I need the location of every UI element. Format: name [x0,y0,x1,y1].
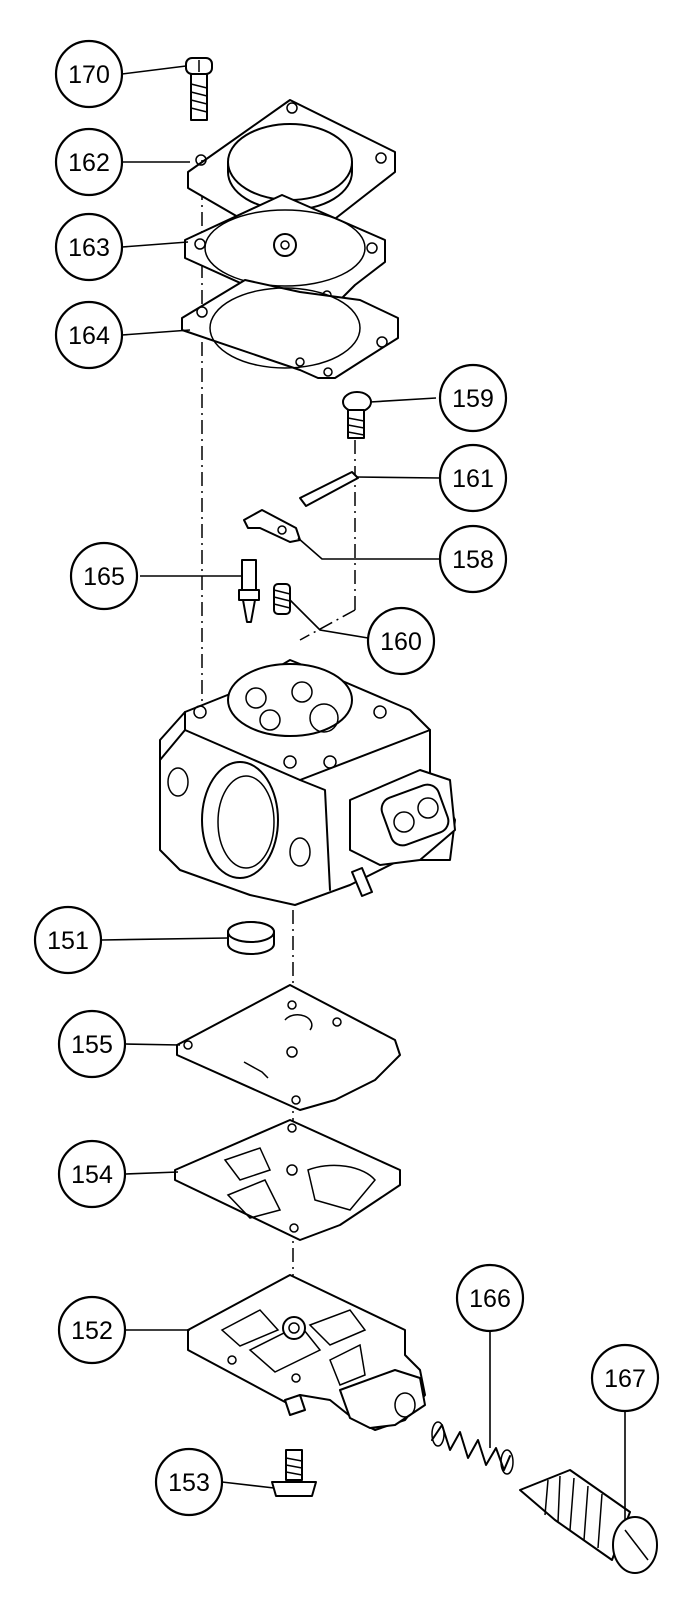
callout-158: 158 [438,524,508,594]
callout-label-154: 154 [71,1161,113,1189]
part-165-needle [238,559,260,623]
callout-label-167: 167 [604,1365,646,1393]
part-170-screw [185,57,213,121]
part-160-spring [273,583,291,615]
callout-170: 170 [54,39,124,109]
part-167-adjust-screw [519,1469,658,1574]
callout-160: 160 [366,606,436,676]
callout-163: 163 [54,212,124,282]
callout-label-161: 161 [452,465,494,493]
part-159-screw [342,391,372,439]
part-164-gasket [181,279,399,379]
part-153-screw [271,1449,317,1497]
callout-label-160: 160 [380,628,422,656]
callout-152: 152 [57,1295,127,1365]
callout-166: 166 [455,1263,525,1333]
callout-label-164: 164 [68,322,110,350]
callout-167: 167 [590,1343,660,1413]
callout-164: 164 [54,300,124,370]
callout-162: 162 [54,127,124,197]
callout-159: 159 [438,363,508,433]
part-151-plug [227,921,275,955]
callout-154: 154 [57,1139,127,1209]
callout-151: 151 [33,905,103,975]
callout-153: 153 [154,1447,224,1517]
callout-label-162: 162 [68,149,110,177]
part-158-lever [243,509,301,543]
callout-label-166: 166 [469,1285,511,1313]
callout-label-159: 159 [452,385,494,413]
callout-165: 165 [69,541,139,611]
part-carburetor-body [159,659,456,906]
callout-161: 161 [438,443,508,513]
callout-label-170: 170 [68,61,110,89]
part-152-pump-body [187,1274,426,1431]
part-155-diaphragm [176,984,401,1111]
callout-label-163: 163 [68,234,110,262]
part-166-spring [431,1421,514,1475]
part-161-pin [299,471,359,507]
callout-label-155: 155 [71,1031,113,1059]
callout-label-158: 158 [452,546,494,574]
part-154-gasket [174,1119,401,1241]
callout-label-165: 165 [83,563,125,591]
callout-label-151: 151 [47,927,89,955]
leader-lines [101,65,626,1520]
callout-label-152: 152 [71,1317,113,1345]
callout-label-153: 153 [168,1469,210,1497]
callout-155: 155 [57,1009,127,1079]
